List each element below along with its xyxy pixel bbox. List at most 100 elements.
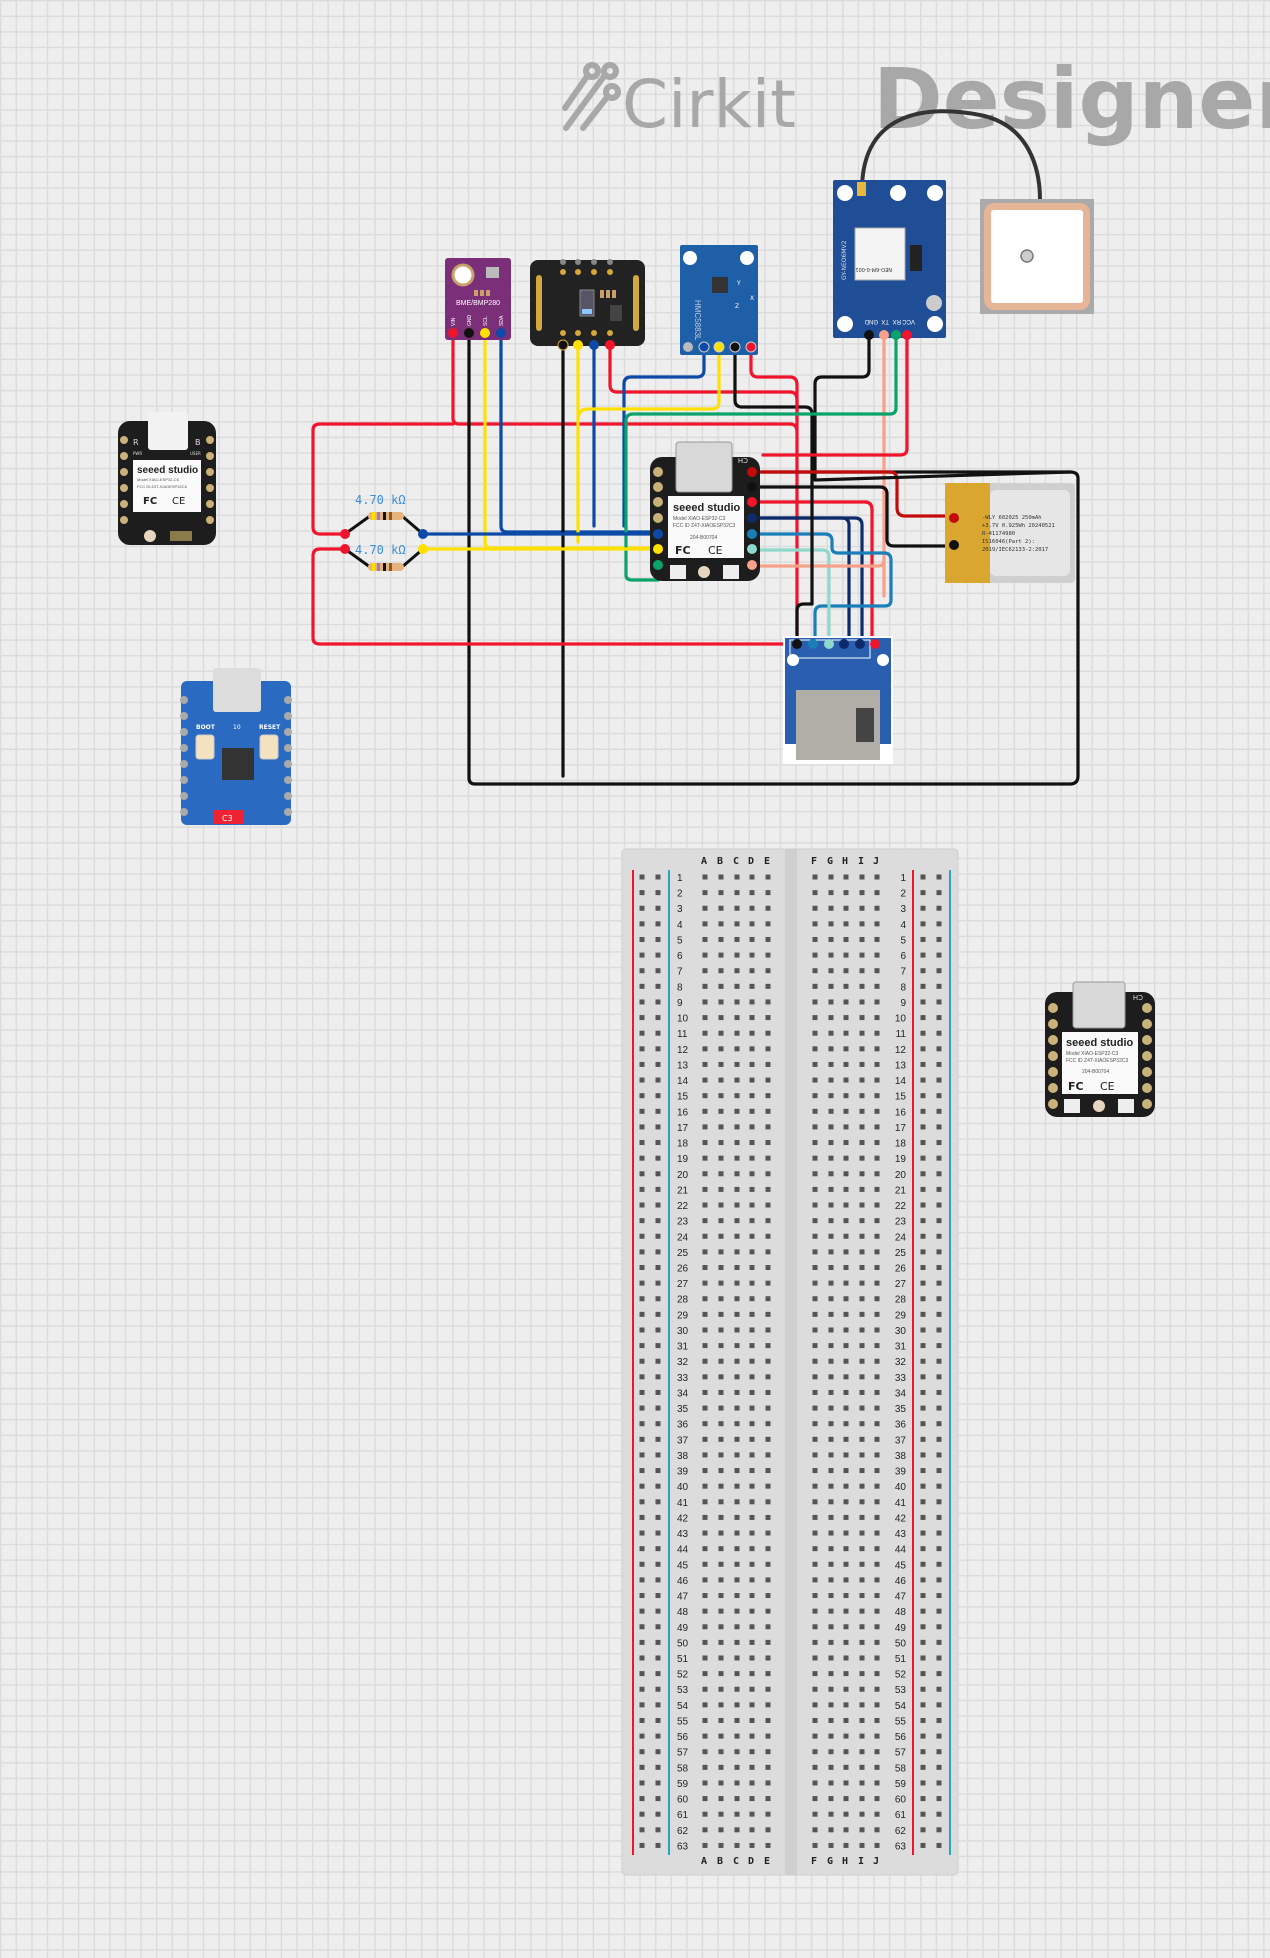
bb-hole[interactable]	[828, 1202, 834, 1208]
gps-pin-dot[interactable]	[879, 330, 889, 340]
bb-hole[interactable]	[749, 1717, 755, 1723]
bb-hole[interactable]	[812, 1374, 818, 1380]
bb-rail-hole[interactable]	[639, 1093, 645, 1099]
bb-hole[interactable]	[812, 1780, 818, 1786]
bb-rail-hole[interactable]	[655, 983, 661, 989]
bb-hole[interactable]	[749, 1483, 755, 1489]
bb-rail-hole[interactable]	[655, 1405, 661, 1411]
bb-hole[interactable]	[718, 1343, 724, 1349]
bb-rail-hole[interactable]	[655, 1733, 661, 1739]
bb-hole[interactable]	[812, 1702, 818, 1708]
bb-hole[interactable]	[734, 1155, 740, 1161]
bb-hole[interactable]	[828, 1796, 834, 1802]
sd-pin-dot[interactable]	[792, 639, 802, 649]
bb-hole[interactable]	[734, 1296, 740, 1302]
bb-hole[interactable]	[828, 1436, 834, 1442]
bb-rail-hole[interactable]	[639, 1374, 645, 1380]
bb-hole[interactable]	[734, 1624, 740, 1630]
bb-hole[interactable]	[734, 1452, 740, 1458]
bb-hole[interactable]	[874, 1061, 880, 1067]
bb-hole[interactable]	[702, 1389, 708, 1395]
bb-hole[interactable]	[828, 1546, 834, 1552]
bb-rail-hole[interactable]	[936, 1749, 942, 1755]
bb-hole[interactable]	[718, 1733, 724, 1739]
bb-hole[interactable]	[874, 1265, 880, 1270]
bb-rail-hole[interactable]	[936, 1249, 942, 1255]
bb-hole[interactable]	[765, 1468, 771, 1474]
hmc-pin-dot[interactable]	[683, 342, 693, 352]
bb-rail-hole[interactable]	[920, 1468, 926, 1474]
bb-rail-hole[interactable]	[936, 1452, 942, 1458]
bb-hole[interactable]	[874, 1827, 880, 1833]
bb-hole[interactable]	[812, 1468, 818, 1474]
bb-hole[interactable]	[828, 1327, 834, 1333]
bb-rail-hole[interactable]	[655, 1389, 661, 1395]
bb-hole[interactable]	[765, 983, 771, 989]
bb-rail-hole[interactable]	[920, 1140, 926, 1146]
bb-hole[interactable]	[734, 1030, 740, 1036]
xiao-esp32c3-spare[interactable]: seeed studio Model XIAO-ESP32-C3 FCC ID …	[1045, 981, 1155, 1117]
hmc-pin-dot[interactable]	[745, 341, 757, 353]
bb-hole[interactable]	[749, 1811, 755, 1817]
bb-rail-hole[interactable]	[639, 1499, 645, 1505]
bb-hole[interactable]	[828, 1764, 834, 1770]
bb-rail-hole[interactable]	[920, 1577, 926, 1583]
bb-rail-hole[interactable]	[639, 905, 645, 911]
bb-hole[interactable]	[874, 905, 880, 911]
bb-hole[interactable]	[718, 1468, 724, 1474]
bb-hole[interactable]	[812, 1686, 818, 1692]
bb-rail-hole[interactable]	[920, 1842, 926, 1848]
bb-rail-hole[interactable]	[936, 1827, 942, 1833]
bb-rail-hole[interactable]	[920, 1827, 926, 1833]
bb-hole[interactable]	[843, 936, 849, 942]
bb-hole[interactable]	[749, 1639, 755, 1645]
bb-hole[interactable]	[843, 1311, 849, 1317]
bb-hole[interactable]	[843, 890, 849, 896]
bb-rail-hole[interactable]	[639, 1155, 645, 1161]
bb-rail-hole[interactable]	[655, 1546, 661, 1552]
bb-hole[interactable]	[734, 1374, 740, 1380]
max30102-sensor[interactable]	[530, 259, 645, 351]
bb-hole[interactable]	[749, 1358, 755, 1364]
bb-hole[interactable]	[828, 968, 834, 974]
bb-hole[interactable]	[749, 1733, 755, 1739]
bb-hole[interactable]	[812, 1655, 818, 1661]
bb-hole[interactable]	[765, 1655, 771, 1661]
bb-rail-hole[interactable]	[936, 1780, 942, 1786]
bb-rail-hole[interactable]	[920, 874, 926, 880]
bb-rail-hole[interactable]	[639, 1639, 645, 1645]
bb-rail-hole[interactable]	[639, 1030, 645, 1036]
bb-rail-hole[interactable]	[655, 1468, 661, 1474]
bb-hole[interactable]	[734, 999, 740, 1005]
bb-rail-hole[interactable]	[655, 1077, 661, 1083]
bb-rail-hole[interactable]	[920, 1124, 926, 1130]
bb-hole[interactable]	[765, 1265, 771, 1270]
bb-rail-hole[interactable]	[655, 1311, 661, 1317]
bb-hole[interactable]	[765, 1561, 771, 1567]
bb-hole[interactable]	[843, 1749, 849, 1755]
bb-rail-hole[interactable]	[936, 1796, 942, 1802]
bb-hole[interactable]	[702, 1733, 708, 1739]
bb-rail-hole[interactable]	[639, 1811, 645, 1817]
bb-hole[interactable]	[812, 1733, 818, 1739]
bb-rail-hole[interactable]	[936, 1030, 942, 1036]
bb-rail-hole[interactable]	[639, 1717, 645, 1723]
bb-rail-hole[interactable]	[655, 1530, 661, 1536]
bb-rail-hole[interactable]	[655, 905, 661, 911]
bb-hole[interactable]	[828, 874, 834, 880]
bb-hole[interactable]	[828, 1108, 834, 1114]
bb-hole[interactable]	[812, 1671, 818, 1677]
bb-rail-hole[interactable]	[920, 1061, 926, 1067]
bb-hole[interactable]	[859, 1077, 865, 1083]
bb-hole[interactable]	[718, 1686, 724, 1692]
bb-hole[interactable]	[718, 1093, 724, 1099]
bb-hole[interactable]	[734, 1140, 740, 1146]
bb-hole[interactable]	[874, 936, 880, 942]
bb-hole[interactable]	[874, 1577, 880, 1583]
bb-rail-hole[interactable]	[639, 952, 645, 958]
bb-hole[interactable]	[702, 1577, 708, 1583]
bb-hole[interactable]	[812, 1061, 818, 1067]
gps-pin-dot[interactable]	[891, 330, 901, 340]
bb-hole[interactable]	[874, 1717, 880, 1723]
bb-hole[interactable]	[859, 1530, 865, 1536]
